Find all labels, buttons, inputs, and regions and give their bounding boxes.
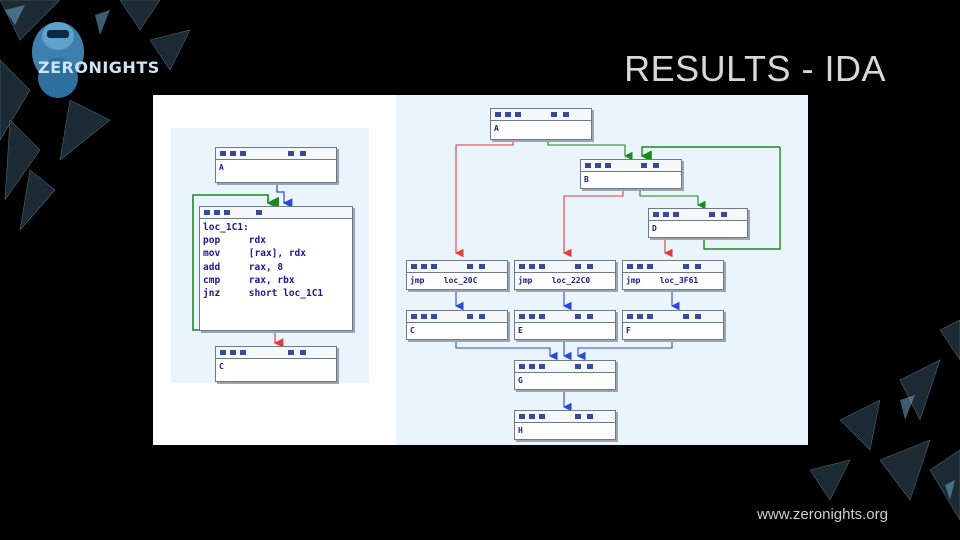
jmp-code: jmp loc_20C [407, 273, 507, 289]
instr-operands: rax, 8 [248, 261, 284, 273]
node-label: G [518, 376, 523, 385]
edge-a-to-b [547, 138, 633, 161]
node-toolbar [200, 207, 352, 219]
footer-url: www.zeronights.org [757, 506, 888, 523]
instr-operands: rax, rbx [248, 274, 295, 286]
jmp-code: jmp loc_3F61 [623, 273, 723, 289]
instr-mnemonic: mov [203, 248, 221, 260]
jmp-code: jmp loc_22C0 [515, 273, 615, 289]
node-toolbar [581, 160, 681, 172]
node-toolbar [515, 361, 615, 373]
jmp-target: loc_20C [443, 276, 478, 285]
rnode-g[interactable]: G [514, 360, 616, 390]
edge-d-loop [703, 147, 781, 250]
instr-mnemonic: pop [203, 235, 221, 247]
edge-d-to-b [640, 146, 780, 162]
edge-b-to-jmp2 [562, 187, 624, 258]
rnode-c[interactable]: C [406, 310, 508, 340]
node-loop[interactable]: loc_1C1: pop rdx mov [rax], rdx add rax,… [199, 206, 353, 331]
jmp-target: loc_3F61 [659, 276, 699, 285]
edge-a-to-loop [276, 182, 293, 208]
edge-c-to-g [455, 338, 558, 361]
node-toolbar [623, 311, 723, 323]
node-label: D [652, 224, 657, 233]
node-label: E [518, 326, 523, 335]
node-label: A [494, 124, 499, 133]
loop-label: loc_1C1: [203, 222, 249, 233]
node-toolbar [515, 411, 615, 423]
node-label: F [626, 326, 631, 335]
instr-mnemonic: jmp [518, 276, 533, 285]
slide-title: RESULTS - IDA [624, 48, 886, 89]
rnode-b[interactable]: B [580, 159, 682, 189]
node-label: B [584, 175, 589, 184]
instr-mnemonic: jmp [626, 276, 641, 285]
node-label: A [219, 163, 224, 172]
instr-mnemonic: jnz [203, 288, 221, 300]
rnode-jmp1[interactable]: jmp loc_20C [406, 260, 508, 290]
node-toolbar [515, 311, 615, 323]
edge-a-to-jmp1 [454, 138, 514, 258]
rnode-h[interactable]: H [514, 410, 616, 440]
node-label: C [410, 326, 415, 335]
node-toolbar [623, 261, 723, 273]
instr-mnemonic: jmp [410, 276, 425, 285]
rnode-d[interactable]: D [648, 208, 748, 238]
node-toolbar [515, 261, 615, 273]
instr-operands: [rax], rdx [248, 248, 306, 260]
rnode-a[interactable]: A [490, 108, 592, 140]
logo-text: ZERONIGHTS [38, 58, 160, 77]
instr-mnemonic: add [203, 261, 221, 273]
zeronights-logo [32, 22, 84, 98]
node-toolbar [407, 311, 507, 323]
edge-b-to-d [639, 187, 706, 210]
node-toolbar [216, 347, 336, 359]
jmp-target: loc_22C0 [551, 276, 591, 285]
edge-f-to-g [576, 338, 673, 361]
node-toolbar [491, 109, 591, 121]
instr-operands: short loc_1C1 [248, 288, 324, 300]
node-toolbar [407, 261, 507, 273]
rnode-e[interactable]: E [514, 310, 616, 340]
rnode-jmp3[interactable]: jmp loc_3F61 [622, 260, 724, 290]
node-toolbar [649, 209, 747, 221]
ida-graph-screenshot: A loc_1C1: pop rdx mov [rax], rdx add ra… [153, 95, 808, 445]
instr-mnemonic: cmp [203, 274, 221, 286]
node-a[interactable]: A [215, 147, 337, 183]
node-toolbar [216, 148, 336, 160]
node-label: H [518, 426, 523, 435]
node-label: C [219, 362, 224, 371]
rnode-jmp2[interactable]: jmp loc_22C0 [514, 260, 616, 290]
rnode-f[interactable]: F [622, 310, 724, 340]
instr-operands: rdx [248, 235, 266, 247]
loop-code: loc_1C1: pop rdx mov [rax], rdx add rax,… [200, 219, 352, 302]
node-c[interactable]: C [215, 346, 337, 382]
